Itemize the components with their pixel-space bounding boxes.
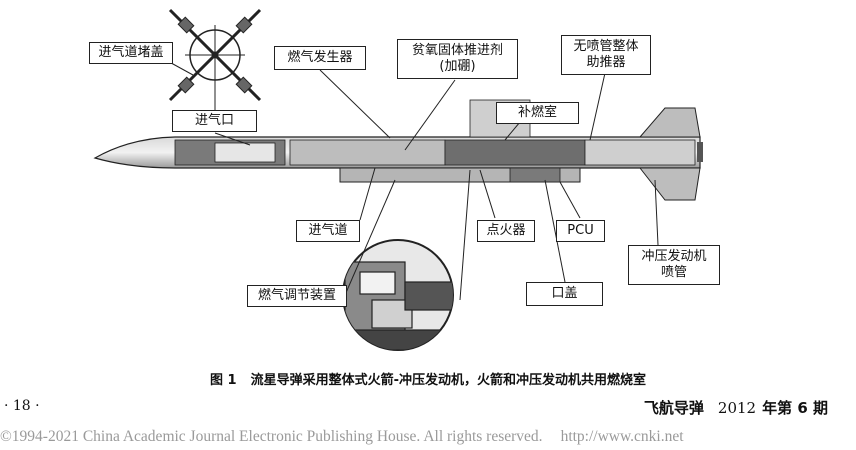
label-port-cover: 口盖	[526, 282, 603, 306]
label-afterburner: 补燃室	[496, 102, 579, 124]
journal-name: 飞航导弹	[643, 399, 704, 417]
label-inlet-port: 进气口	[172, 110, 257, 132]
inlet-cross-section	[168, 8, 262, 102]
label-propellant: 贫氧固体推进剂 (加硼)	[397, 39, 518, 79]
label-gas-regulator: 燃气调节装置	[247, 285, 347, 307]
copyright-footer: ©1994-2021 China Academic Journal Electr…	[0, 428, 856, 446]
figure-caption: 图 1 流星导弹采用整体式火箭-冲压发动机，火箭和冲压发动机共用燃烧室	[0, 369, 856, 388]
leader-lines	[152, 52, 659, 301]
cnki-link[interactable]: http://www.cnki.net	[560, 428, 684, 445]
page-number: · 18 ·	[4, 398, 40, 414]
label-ramjet-nozzle: 冲压发动机 喷管	[628, 245, 720, 285]
gas-regulator-detail	[342, 239, 454, 351]
journal-issue: 年第 6 期	[762, 399, 828, 417]
journal-year: 2012	[717, 399, 757, 417]
missile-body	[93, 99, 703, 201]
label-igniter: 点火器	[477, 220, 535, 242]
journal-header: 飞航导弹 2012 年第 6 期	[644, 397, 828, 418]
label-pcu: PCU	[556, 220, 605, 242]
figure-number: 图 1	[210, 373, 237, 388]
figure-caption-text: 流星导弹采用整体式火箭-冲压发动机，火箭和冲压发动机共用燃烧室	[250, 373, 646, 388]
label-gas-generator: 燃气发生器	[274, 46, 366, 70]
label-inlet-cover: 进气道堵盖	[89, 42, 173, 64]
label-inlet-duct: 进气道	[296, 220, 360, 242]
copyright-text: ©1994-2021 China Academic Journal Electr…	[0, 428, 543, 445]
label-booster: 无喷管整体 助推器	[561, 35, 651, 75]
